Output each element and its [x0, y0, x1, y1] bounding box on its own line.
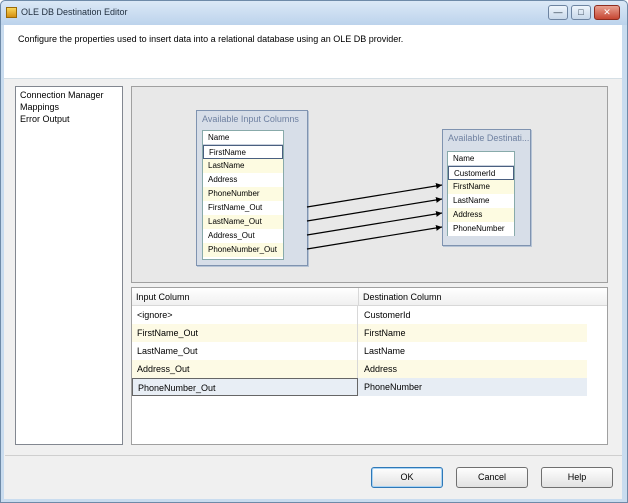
input-column-item[interactable]: PhoneNumber_Out [203, 243, 283, 257]
destination-column-item[interactable]: PhoneNumber [448, 222, 514, 236]
destination-column-list: Name CustomerId FirstName LastName Addre… [447, 151, 515, 236]
destination-column-cell[interactable]: Address [364, 364, 398, 374]
mapping-row[interactable]: PhoneNumber_Out PhoneNumber [132, 378, 587, 396]
mapping-row[interactable]: LastName_Out LastName [132, 342, 587, 360]
destination-column-item[interactable]: Address [448, 208, 514, 222]
destination-column-cell[interactable]: PhoneNumber [364, 382, 423, 392]
close-button[interactable]: ✕ [594, 5, 620, 20]
destination-column-item[interactable]: FirstName [448, 180, 514, 194]
mapping-grid[interactable]: Input Column Destination Column <ignore>… [131, 287, 608, 445]
footer-separator [5, 455, 622, 456]
app-icon [6, 7, 17, 18]
mapping-grid-header: Input Column Destination Column [132, 288, 607, 306]
input-column-item[interactable]: LastName [203, 159, 283, 173]
window-title: OLE DB Destination Editor [21, 7, 128, 17]
maximize-button[interactable]: □ [571, 5, 591, 20]
title-bar: OLE DB Destination Editor — □ ✕ [1, 1, 627, 25]
grid-header-destination-column[interactable]: Destination Column [363, 292, 442, 302]
input-column-cell[interactable]: FirstName_Out [132, 324, 358, 342]
nav-item-connection-manager[interactable]: Connection Manager [20, 90, 104, 100]
nav-item-mappings[interactable]: Mappings [20, 102, 60, 112]
destination-column-cell[interactable]: FirstName [364, 328, 406, 338]
mapping-canvas[interactable]: Available Input Columns Name FirstName L… [131, 86, 608, 283]
input-column-list: Name FirstName LastName Address PhoneNum… [202, 130, 284, 260]
ok-button[interactable]: OK [371, 467, 443, 488]
input-column-cell[interactable]: Address_Out [132, 360, 358, 378]
input-column-item[interactable]: Address [203, 173, 283, 187]
available-input-columns-box[interactable]: Available Input Columns Name FirstName L… [196, 110, 308, 266]
input-column-cell[interactable]: LastName_Out [132, 342, 358, 360]
destination-column-header: Name [448, 152, 514, 166]
mapping-row[interactable]: Address_Out Address [132, 360, 587, 378]
destination-column-cell[interactable]: CustomerId [364, 310, 411, 320]
minimize-button[interactable]: — [548, 5, 568, 20]
destination-column-item[interactable]: LastName [448, 194, 514, 208]
destination-box-title: Available Destinati... [448, 133, 530, 143]
input-box-title: Available Input Columns [202, 114, 299, 124]
grid-header-input-column[interactable]: Input Column [132, 288, 359, 306]
mapping-row[interactable]: FirstName_Out FirstName [132, 324, 587, 342]
input-column-item[interactable]: FirstName_Out [203, 201, 283, 215]
destination-column-cell[interactable]: LastName [364, 346, 406, 356]
mapping-row[interactable]: <ignore> CustomerId [132, 306, 587, 324]
navigation-pane: Connection Manager Mappings Error Output [15, 86, 123, 445]
cancel-button[interactable]: Cancel [456, 467, 528, 488]
input-column-cell[interactable]: PhoneNumber_Out [132, 378, 358, 396]
input-column-item[interactable]: PhoneNumber [203, 187, 283, 201]
destination-column-item[interactable]: CustomerId [448, 166, 514, 180]
help-button[interactable]: Help [541, 467, 613, 488]
input-column-item[interactable]: LastName_Out [203, 215, 283, 229]
available-destination-columns-box[interactable]: Available Destinati... Name CustomerId F… [442, 129, 531, 246]
input-column-header: Name [203, 131, 283, 145]
header-band [4, 25, 622, 79]
nav-item-error-output[interactable]: Error Output [20, 114, 70, 124]
input-column-item[interactable]: FirstName [203, 145, 283, 159]
input-column-item[interactable]: Address_Out [203, 229, 283, 243]
input-column-cell[interactable]: <ignore> [132, 306, 358, 324]
dialog-description: Configure the properties used to insert … [18, 34, 404, 44]
